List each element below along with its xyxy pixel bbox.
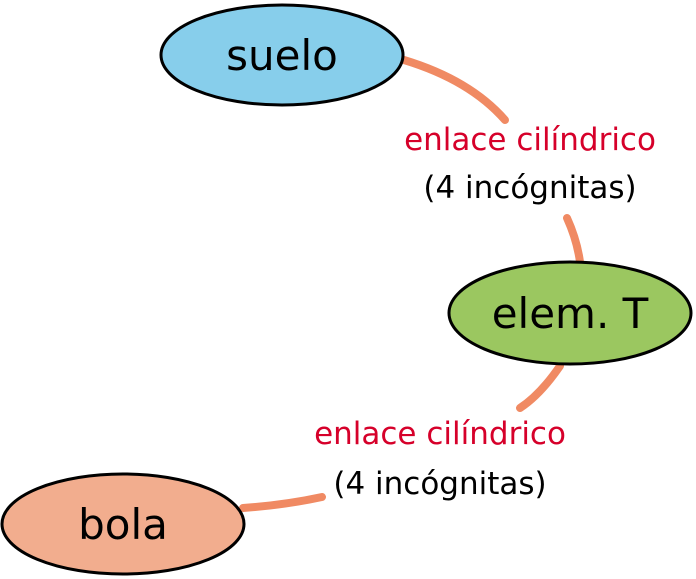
node-bola: bola (0, 472, 246, 576)
node-elem-t-label: elem. T (492, 289, 649, 338)
node-bola-shape (0, 472, 246, 576)
link-1-note: (4 incógnitas) (423, 170, 636, 206)
link-1-name: enlace cilíndrico (404, 122, 656, 158)
link-2-name: enlace cilíndrico (314, 416, 566, 452)
node-bola-label: bola (78, 500, 168, 549)
node-elem-t: elem. T (447, 260, 693, 366)
connector-label-to-elem-t (563, 214, 584, 266)
node-elem-t-shape (447, 260, 693, 366)
node-suelo: suelo (159, 3, 405, 107)
connector-elem-t-to-label (516, 362, 564, 412)
node-suelo-label: suelo (226, 31, 338, 80)
connector-label-to-bola (239, 493, 326, 512)
node-suelo-shape (159, 3, 405, 107)
link-2-note: (4 incógnitas) (333, 466, 546, 502)
connector-suelo-to-label (400, 56, 509, 124)
